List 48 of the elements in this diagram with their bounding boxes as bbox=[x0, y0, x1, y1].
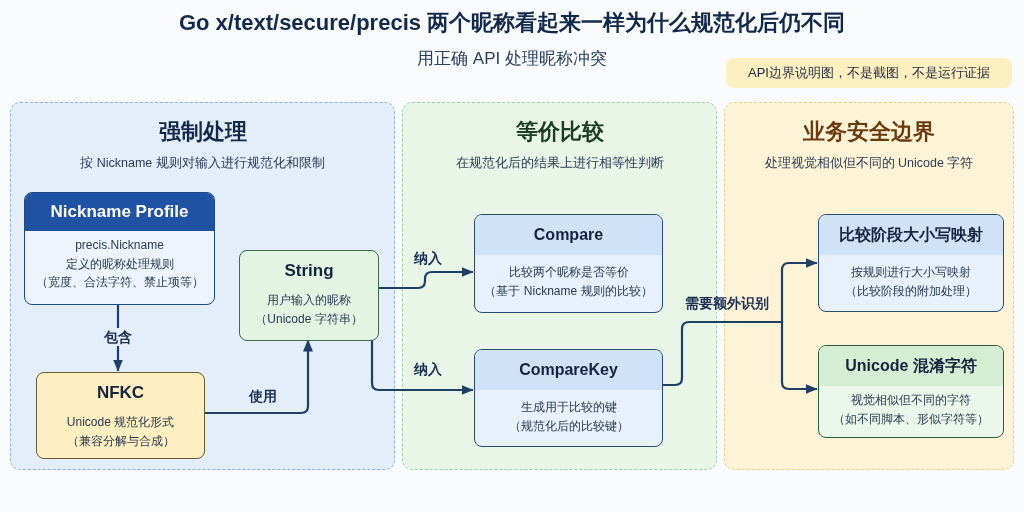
page-subtitle: 用正确 API 处理昵称冲突 bbox=[417, 48, 607, 70]
panel-title: 业务安全边界 bbox=[803, 118, 935, 146]
connector-line bbox=[660, 320, 784, 387]
box-text: （基于 Nickname 规则的比较） bbox=[484, 283, 653, 300]
box-header: Nickname Profile bbox=[25, 193, 214, 231]
edge-label: 包含 bbox=[101, 328, 135, 346]
box-text: 生成用于比较的键 bbox=[520, 399, 617, 416]
panel-subtitle: 按 Nickname 规则对输入进行规范化和限制 bbox=[80, 155, 325, 172]
arrow bbox=[204, 339, 313, 415]
process-box bbox=[239, 250, 379, 341]
panel-subtitle: 在规范化后的结果上进行相等性判断 bbox=[455, 155, 664, 172]
arrow bbox=[780, 258, 818, 322]
box-text: 比较两个昵称是否等价 bbox=[508, 264, 629, 281]
process-box bbox=[818, 214, 1004, 312]
edge-label: 纳入 bbox=[411, 360, 445, 378]
box-header: Unicode 混淆字符 bbox=[819, 346, 1003, 386]
page-title: Go x/text/secure/precis 两个昵称看起来一样为什么规范化后仍不同 bbox=[178, 9, 846, 37]
arrow bbox=[370, 340, 474, 395]
note-badge: API边界说明图，不是截图，不是运行证据 bbox=[726, 58, 1012, 88]
box-text: 视觉相似但不同的字符 bbox=[851, 392, 971, 409]
process-box bbox=[24, 192, 215, 305]
box-text: （比较阶段的附加处理） bbox=[845, 283, 977, 300]
box-text: （如不同脚本、形似字符等） bbox=[833, 411, 989, 428]
box-title: String bbox=[284, 261, 334, 281]
box-text: Unicode 规范化形式 bbox=[66, 414, 175, 431]
box-text: precis.Nickname 定义的昵称处理规则 bbox=[64, 237, 175, 273]
edge-label: 需要额外识别 bbox=[682, 294, 772, 312]
box-header: 比较阶段大小写映射 bbox=[819, 215, 1003, 255]
panel-title: 强制处理 bbox=[158, 118, 247, 146]
process-box bbox=[474, 349, 663, 447]
panel-subtitle: 处理视觉相似但不同的 Unicode 字符 bbox=[764, 155, 974, 172]
panel-title: 等价比较 bbox=[515, 118, 604, 146]
box-text: （Unicode 字符串） bbox=[255, 311, 363, 328]
box-text: 用户输入的昵称 bbox=[267, 292, 351, 309]
arrow bbox=[780, 322, 818, 394]
box-text: （宽度、合法字符、禁止项等） bbox=[35, 274, 204, 291]
box-text: （规范化后的比较键） bbox=[508, 418, 629, 435]
section-panel bbox=[10, 102, 395, 470]
box-title: NFKC bbox=[96, 383, 145, 403]
box-text: （兼容分解与合成） bbox=[66, 433, 175, 450]
process-box bbox=[818, 345, 1004, 438]
edge-label: 纳入 bbox=[411, 249, 445, 267]
process-box bbox=[36, 372, 205, 459]
box-header: CompareKey bbox=[475, 350, 662, 390]
box-text: 按规则进行大小写映射 bbox=[851, 264, 971, 281]
arrow bbox=[378, 267, 474, 290]
process-box bbox=[474, 214, 663, 313]
box-header: Compare bbox=[475, 215, 662, 255]
